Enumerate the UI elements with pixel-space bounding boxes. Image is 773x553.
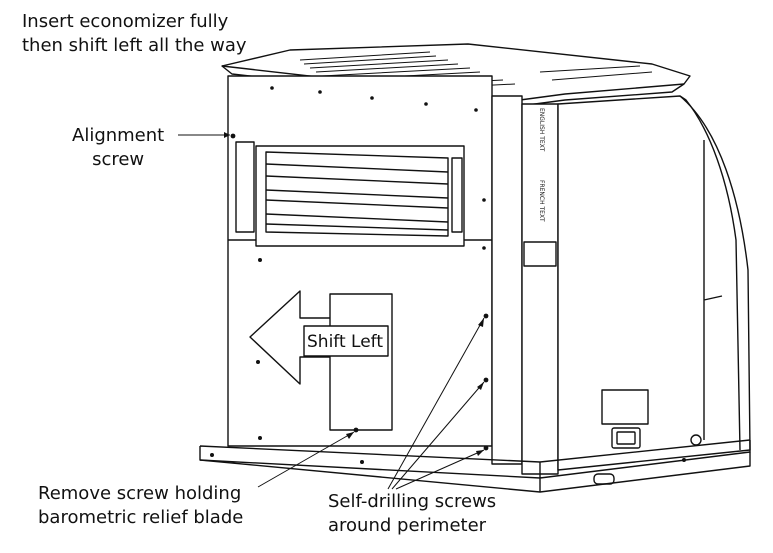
self-drilling-line2: around perimeter — [328, 515, 487, 536]
remove-screw-line1: Remove screw holding — [38, 483, 242, 504]
insert-economizer-callout: Insert economizer fully then shift left … — [22, 10, 247, 58]
remove-screw-line2: barometric relief blade — [38, 507, 244, 528]
label-tab — [523, 241, 557, 267]
insert-economizer-line2: then shift left all the way — [22, 35, 247, 56]
alignment-screw — [230, 133, 236, 139]
side-access-door — [601, 389, 649, 425]
leader-self-drilling-1 — [387, 317, 485, 490]
alignment-screw-line2: screw — [92, 149, 145, 170]
side-column — [491, 95, 523, 465]
leader-self-drilling-2 — [391, 381, 485, 490]
self-drilling-callout: Self-drilling screws around perimeter — [328, 490, 496, 538]
side-panel-line — [703, 140, 723, 440]
base-rail — [199, 439, 751, 492]
side-curve — [679, 95, 741, 451]
roof-louvers — [299, 51, 653, 93]
self-drilling-line1: Self-drilling screws — [328, 491, 497, 512]
unit-side — [557, 95, 751, 471]
alignment-screw-line1: Alignment — [72, 125, 165, 146]
remove-screw-callout: Remove screw holding barometric relief b… — [38, 482, 243, 530]
english-text-label: ENGLISH TEXT — [538, 108, 545, 152]
alignment-screw-callout: Alignment screw — [72, 124, 164, 172]
screws — [210, 86, 686, 464]
shift-left-box — [303, 325, 389, 357]
insert-economizer-line1: Insert economizer fully — [22, 11, 229, 32]
barometric-relief-blade — [329, 293, 393, 431]
side-handle — [611, 427, 641, 449]
shift-left-label: Shift Left — [307, 332, 383, 352]
leader-self-drilling-3 — [395, 449, 485, 490]
leader-remove-screw — [257, 431, 355, 488]
french-text-label: FRENCH TEXT — [538, 180, 545, 222]
label-panel — [521, 103, 559, 475]
economizer-hood — [235, 141, 465, 247]
